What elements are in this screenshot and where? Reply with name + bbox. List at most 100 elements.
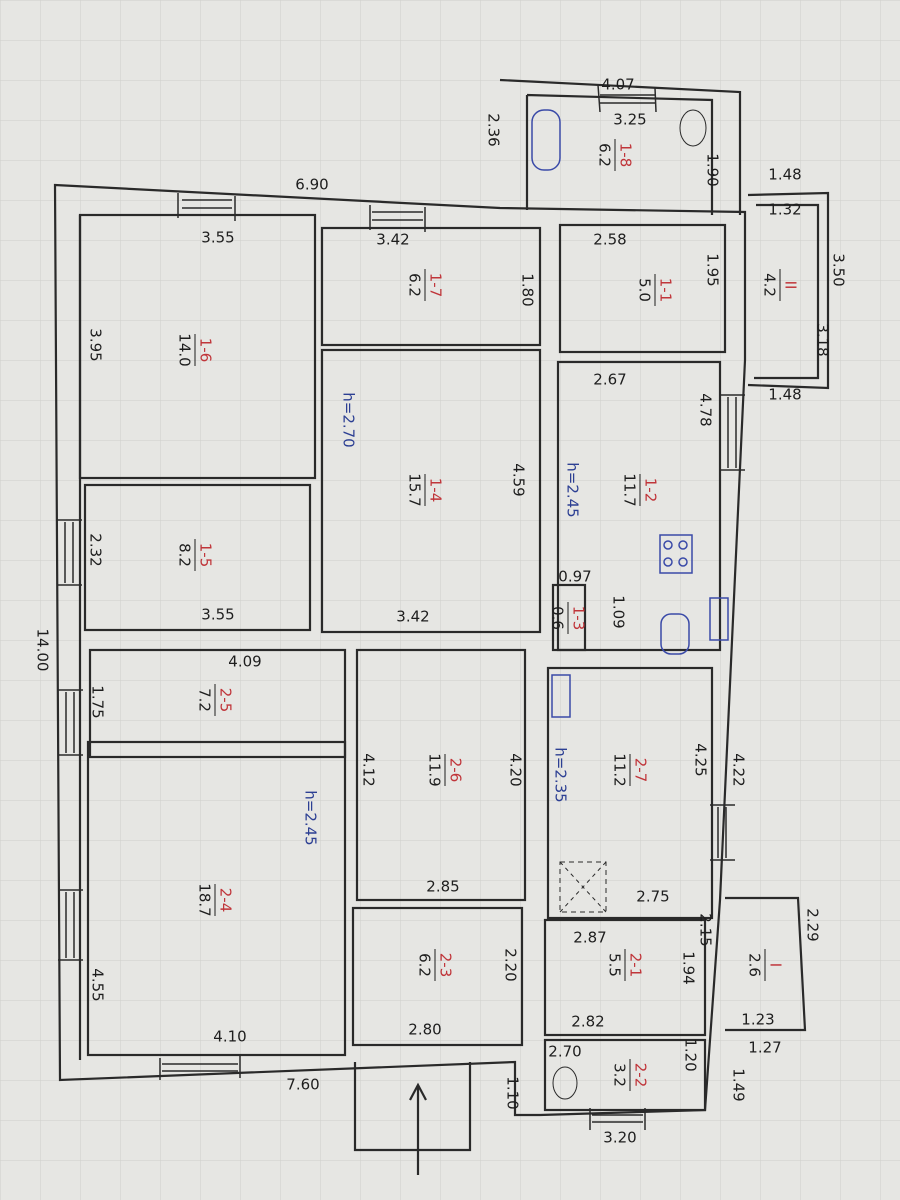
room-area: 6.2 bbox=[596, 143, 614, 167]
dimension-label: 1.75 bbox=[89, 685, 107, 718]
ceiling-height-label: h=2.45 bbox=[302, 790, 320, 845]
height-labels: h=2.70h=2.45h=2.35h=2.45 bbox=[302, 392, 582, 845]
dimension-label: 4.12 bbox=[360, 753, 378, 786]
dimension-label: 1.90 bbox=[704, 153, 722, 186]
room-number: 1-7 bbox=[427, 273, 445, 298]
dimension-label: 3.42 bbox=[396, 608, 429, 626]
dimension-label: 3.42 bbox=[376, 231, 409, 249]
ceiling-height-label: h=2.35 bbox=[552, 747, 570, 802]
room-number: 2-3 bbox=[437, 953, 455, 978]
room-label: 1-76.2 bbox=[406, 269, 445, 301]
room-label: 1-415.7 bbox=[406, 473, 445, 506]
room-area: 2.6 bbox=[746, 953, 764, 977]
dimension-label: 2.67 bbox=[593, 371, 626, 389]
room-label: 1-30.6 bbox=[549, 602, 588, 634]
dimension-label: 1.32 bbox=[768, 201, 801, 219]
room-label: I2.6 bbox=[746, 949, 785, 981]
dimension-label: 4.59 bbox=[510, 463, 528, 496]
dimension-label: 1.80 bbox=[519, 273, 537, 306]
room-label: 2-418.7 bbox=[196, 883, 235, 916]
dimension-label: 4.22 bbox=[730, 753, 748, 786]
ceiling-height-label: h=2.70 bbox=[340, 392, 358, 447]
room-area: 11.9 bbox=[426, 753, 444, 786]
room-number: II bbox=[782, 281, 800, 290]
dimension-label: 2.85 bbox=[426, 878, 459, 896]
walls bbox=[53, 78, 830, 1175]
room-number: 2-1 bbox=[627, 953, 645, 978]
dimension-label: 4.20 bbox=[507, 753, 525, 786]
room-label: 2-57.2 bbox=[196, 684, 235, 716]
radiator-icon bbox=[709, 597, 729, 641]
room-label: 1-15.0 bbox=[636, 274, 675, 306]
toilet-icon bbox=[679, 109, 707, 147]
room-area: 4.2 bbox=[761, 273, 779, 297]
dimension-label: 4.10 bbox=[213, 1028, 246, 1046]
dimension-label: 1.48 bbox=[768, 166, 801, 184]
dimension-label: 4.09 bbox=[228, 653, 261, 671]
dimension-label: 1.27 bbox=[748, 1039, 781, 1057]
dimension-label: 4.25 bbox=[692, 743, 710, 776]
room-label: 2-23.2 bbox=[611, 1059, 650, 1091]
dimension-label: 14.00 bbox=[34, 629, 52, 672]
room-area: 6.2 bbox=[416, 953, 434, 977]
room-area: 5.0 bbox=[636, 278, 654, 302]
room-area: 14.0 bbox=[176, 333, 194, 366]
room-number: 2-4 bbox=[217, 888, 235, 913]
room-label: 1-86.2 bbox=[596, 139, 635, 171]
shaft-icon bbox=[559, 861, 607, 913]
dimension-label: 0.97 bbox=[558, 568, 591, 586]
dimension-label: 1.10 bbox=[504, 1076, 522, 1109]
room-label: 1-211.7 bbox=[621, 473, 660, 506]
dimension-label: 1.49 bbox=[730, 1068, 748, 1101]
dimension-label: 4.07 bbox=[601, 76, 634, 94]
dimension-label: 1.94 bbox=[680, 951, 698, 984]
room-label: 2-15.5 bbox=[606, 949, 645, 981]
room-label: 1-58.2 bbox=[176, 539, 215, 571]
dimension-label: 3.55 bbox=[201, 606, 234, 624]
dimension-label: 2.82 bbox=[571, 1013, 604, 1031]
room-area: 11.7 bbox=[621, 473, 639, 506]
dimension-label: 1.09 bbox=[610, 595, 628, 628]
dimension-label: 1.20 bbox=[682, 1038, 700, 1071]
dimension-label: 6.90 bbox=[295, 176, 328, 194]
dimension-label: 4.55 bbox=[89, 968, 107, 1001]
dimension-label: 3.50 bbox=[830, 253, 848, 286]
room-label: II4.2 bbox=[761, 269, 800, 301]
dimension-label: 3.55 bbox=[201, 229, 234, 247]
dimension-label: 2.32 bbox=[87, 533, 105, 566]
room-area: 7.2 bbox=[196, 688, 214, 712]
dimension-label: 3.20 bbox=[603, 1129, 636, 1147]
room-number: I bbox=[767, 963, 785, 967]
room-number: 1-8 bbox=[617, 143, 635, 168]
room-number: 2-2 bbox=[632, 1063, 650, 1088]
room-label: 2-711.2 bbox=[611, 753, 650, 786]
room-number: 2-7 bbox=[632, 758, 650, 783]
room-area: 5.5 bbox=[606, 953, 624, 977]
room-area: 6.2 bbox=[406, 273, 424, 297]
dimension-label: 2.29 bbox=[804, 908, 822, 941]
bathtub-icon bbox=[531, 109, 561, 171]
room-area: 11.2 bbox=[611, 753, 629, 786]
dimension-label: 3.95 bbox=[87, 328, 105, 361]
room-area: 0.6 bbox=[549, 606, 567, 630]
dimension-label: 3.18 bbox=[814, 323, 832, 356]
dimension-label: 2.75 bbox=[636, 888, 669, 906]
toilet-icon bbox=[552, 1066, 578, 1100]
room-1-6-outline bbox=[78, 213, 317, 480]
stove-icon bbox=[659, 534, 693, 574]
dimension-label: 2.58 bbox=[593, 231, 626, 249]
dimension-label: 2.20 bbox=[502, 948, 520, 981]
room-number: 2-5 bbox=[217, 688, 235, 713]
dimension-label: 4.78 bbox=[697, 393, 715, 426]
bathtub-icon bbox=[660, 613, 690, 655]
room-label: 1-614.0 bbox=[176, 333, 215, 366]
room-number: 1-1 bbox=[657, 278, 675, 303]
room-area: 15.7 bbox=[406, 473, 424, 506]
dimension-label: 3.25 bbox=[613, 111, 646, 129]
dimension-label: 2.36 bbox=[485, 113, 503, 146]
dimension-label: 2.80 bbox=[408, 1021, 441, 1039]
